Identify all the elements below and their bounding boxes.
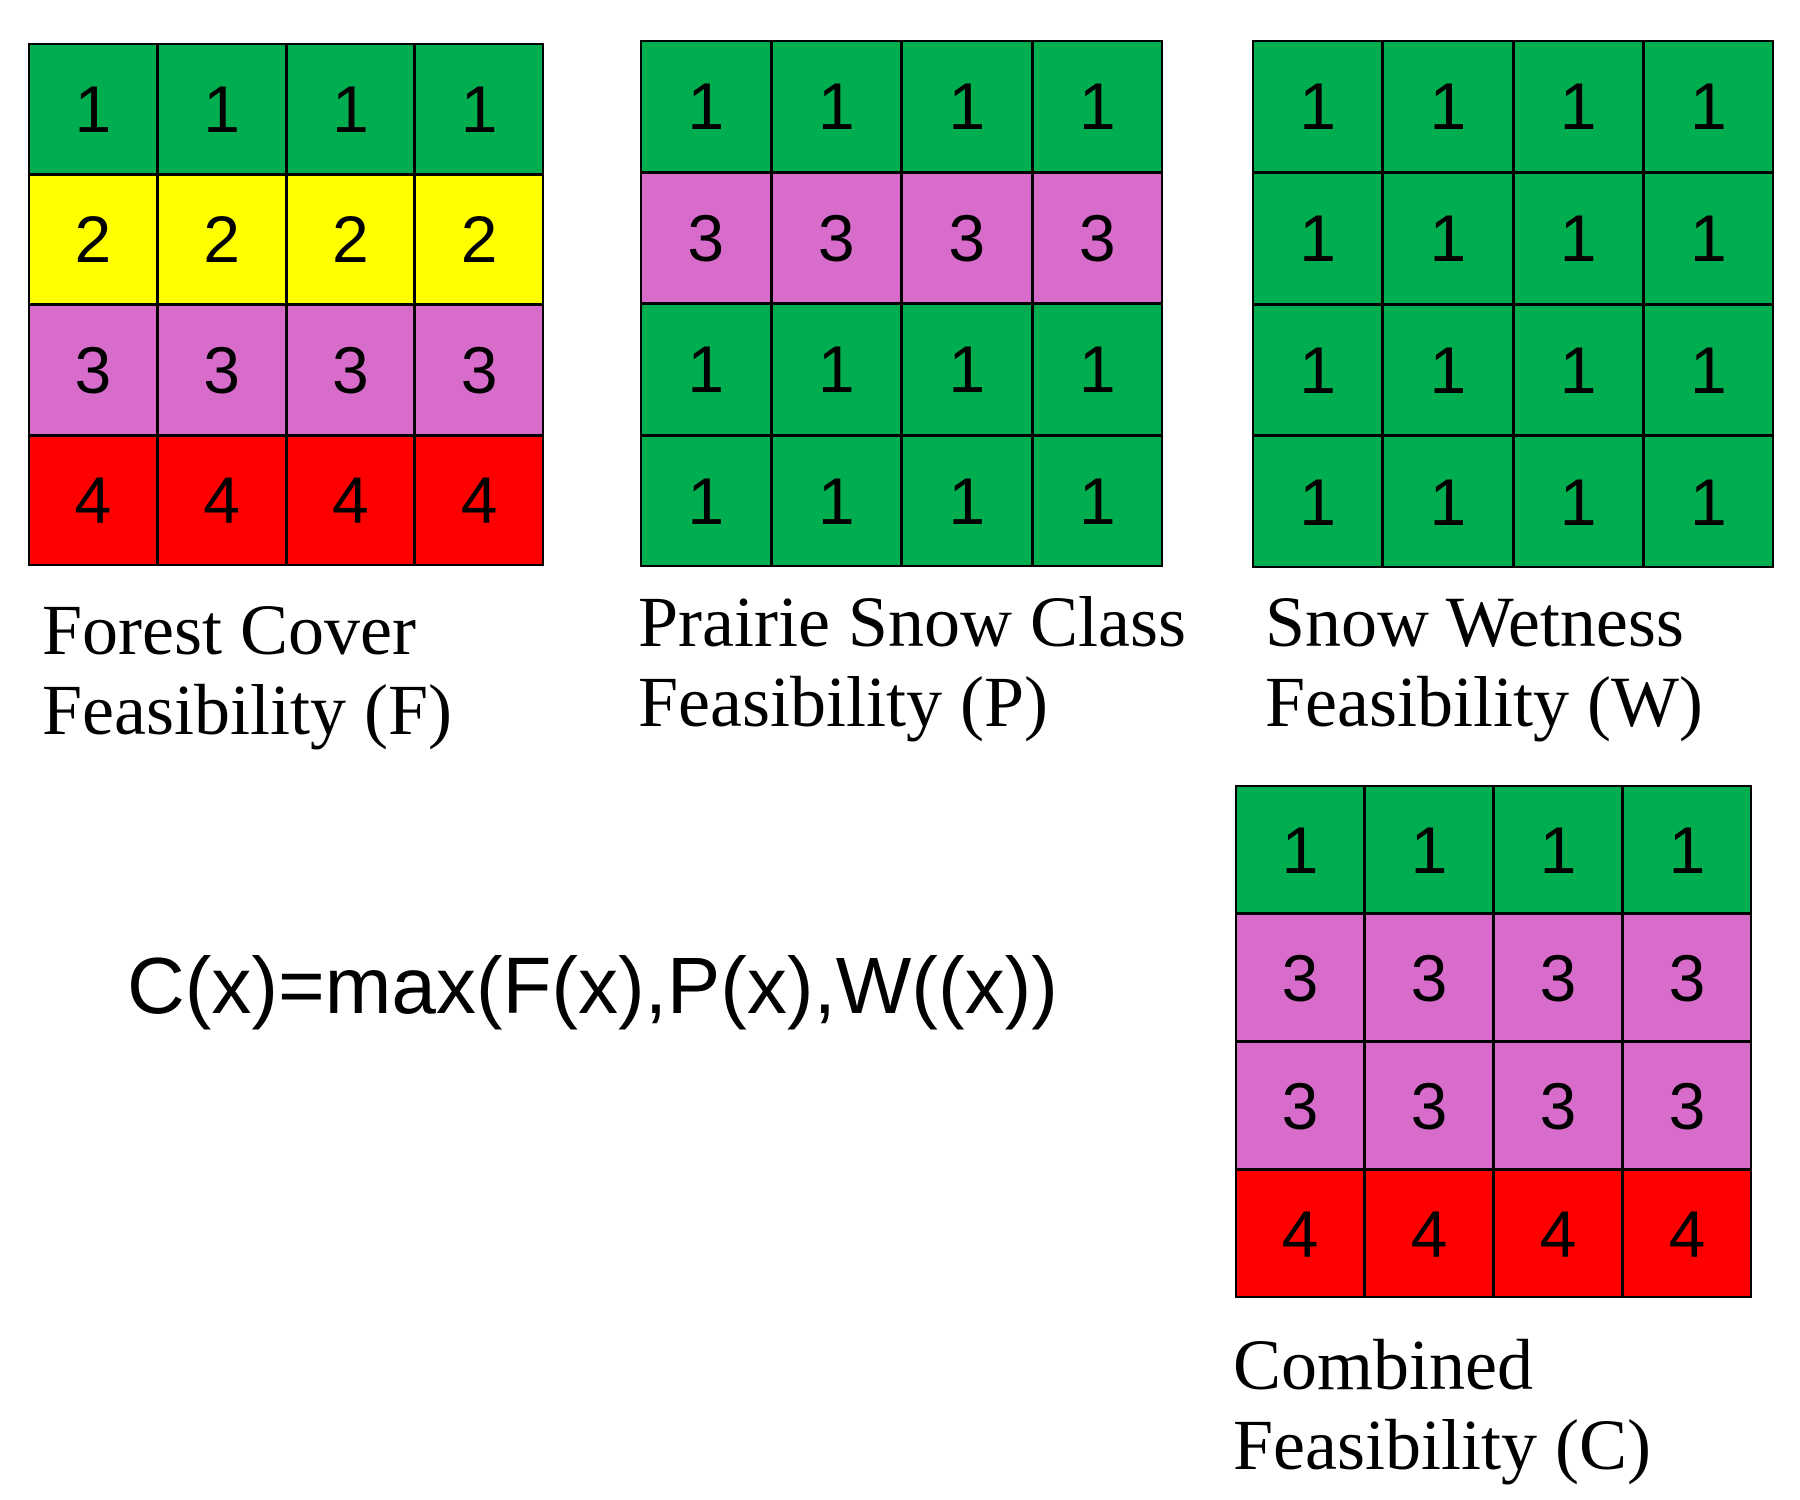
- snow-wetness-cell: 1: [1384, 173, 1512, 303]
- prairie-snow-class-cell: 1: [772, 42, 900, 171]
- caption-line: Feasibility (C): [1233, 1405, 1651, 1485]
- snow-wetness-cell: 1: [1644, 42, 1772, 171]
- snow-wetness-cell: 1: [1384, 305, 1512, 435]
- prairie-snow-class-cell: 1: [1033, 436, 1161, 565]
- combined-cell: 3: [1366, 915, 1492, 1040]
- forest-cover-cell: 3: [416, 306, 542, 434]
- combined-cell: 4: [1624, 1171, 1750, 1296]
- forest-cover-cell: 2: [287, 175, 414, 303]
- caption-line: Feasibility (F): [42, 670, 452, 750]
- combination-formula: C(x)=max(F(x),P(x),W((x)): [127, 941, 1058, 1030]
- caption-line: Snow Wetness: [1265, 582, 1684, 662]
- forest-cover-cell: 4: [416, 436, 542, 564]
- snow-wetness-cell: 1: [1384, 437, 1512, 566]
- forest-cover-cell: 3: [30, 306, 156, 434]
- forest-cover-cell: 1: [416, 45, 542, 173]
- combined-cell: 3: [1624, 915, 1750, 1040]
- snow-wetness-cell: 1: [1254, 437, 1382, 566]
- snow-wetness-cell: 1: [1254, 42, 1382, 171]
- combined-caption: Combined Feasibility (C): [1233, 1325, 1651, 1485]
- prairie-snow-class-cell: 3: [903, 173, 1031, 302]
- snow-wetness-cell: 1: [1514, 305, 1642, 435]
- forest-cover-cell: 3: [287, 306, 414, 434]
- combined-cell: 4: [1237, 1171, 1363, 1296]
- prairie-snow-class-cell: 1: [772, 436, 900, 565]
- combined-cell: 3: [1237, 915, 1363, 1040]
- combined-cell: 3: [1624, 1043, 1750, 1168]
- forest-cover-cell: 1: [30, 45, 156, 173]
- forest-cover-cell: 1: [158, 45, 285, 173]
- prairie-snow-class-cell: 1: [642, 305, 770, 434]
- caption-line: Prairie Snow Class: [638, 582, 1186, 662]
- snow-wetness-cell: 1: [1254, 173, 1382, 303]
- prairie-snow-class-cell: 3: [642, 173, 770, 302]
- forest-cover-caption: Forest Cover Feasibility (F): [42, 590, 452, 750]
- caption-line: Forest Cover: [42, 590, 416, 670]
- forest-cover-cell: 2: [158, 175, 285, 303]
- combined-cell: 4: [1495, 1171, 1621, 1296]
- snow-wetness-cell: 1: [1644, 173, 1772, 303]
- forest-cover-cell: 4: [158, 436, 285, 564]
- snow-wetness-caption: Snow Wetness Feasibility (W): [1265, 582, 1703, 742]
- prairie-snow-class-cell: 1: [903, 305, 1031, 434]
- combined-cell: 3: [1237, 1043, 1363, 1168]
- snow-wetness-cell: 1: [1644, 437, 1772, 566]
- combined-cell: 1: [1366, 787, 1492, 912]
- snow-wetness-cell: 1: [1514, 42, 1642, 171]
- combined-cell: 1: [1495, 787, 1621, 912]
- prairie-snow-class-cell: 3: [772, 173, 900, 302]
- prairie-snow-class-cell: 3: [1033, 173, 1161, 302]
- prairie-snow-class-cell: 1: [772, 305, 900, 434]
- forest-cover-cell: 1: [287, 45, 414, 173]
- prairie-snow-class-cell: 1: [1033, 42, 1161, 171]
- forest-cover-cell: 4: [287, 436, 414, 564]
- prairie-snow-class-caption: Prairie Snow Class Feasibility (P): [638, 582, 1186, 742]
- prairie-snow-class-cell: 1: [903, 42, 1031, 171]
- forest-cover-cell: 4: [30, 436, 156, 564]
- combined-cell: 3: [1366, 1043, 1492, 1168]
- combined-cell: 3: [1495, 915, 1621, 1040]
- snow-wetness-cell: 1: [1384, 42, 1512, 171]
- caption-line: Feasibility (W): [1265, 662, 1703, 742]
- snow-wetness-cell: 1: [1514, 437, 1642, 566]
- caption-line: Combined: [1233, 1325, 1533, 1405]
- combined-cell: 1: [1624, 787, 1750, 912]
- prairie-snow-class-cell: 1: [903, 436, 1031, 565]
- forest-cover-cell: 2: [416, 175, 542, 303]
- combined-cell: 3: [1495, 1043, 1621, 1168]
- prairie-snow-class-cell: 1: [642, 436, 770, 565]
- forest-cover-cell: 3: [158, 306, 285, 434]
- prairie-snow-class-cell: 1: [642, 42, 770, 171]
- prairie-snow-class-cell: 1: [1033, 305, 1161, 434]
- snow-wetness-cell: 1: [1254, 305, 1382, 435]
- forest-cover-cell: 2: [30, 175, 156, 303]
- combined-cell: 1: [1237, 787, 1363, 912]
- caption-line: Feasibility (P): [638, 662, 1048, 742]
- snow-wetness-cell: 1: [1644, 305, 1772, 435]
- snow-wetness-cell: 1: [1514, 173, 1642, 303]
- combined-cell: 4: [1366, 1171, 1492, 1296]
